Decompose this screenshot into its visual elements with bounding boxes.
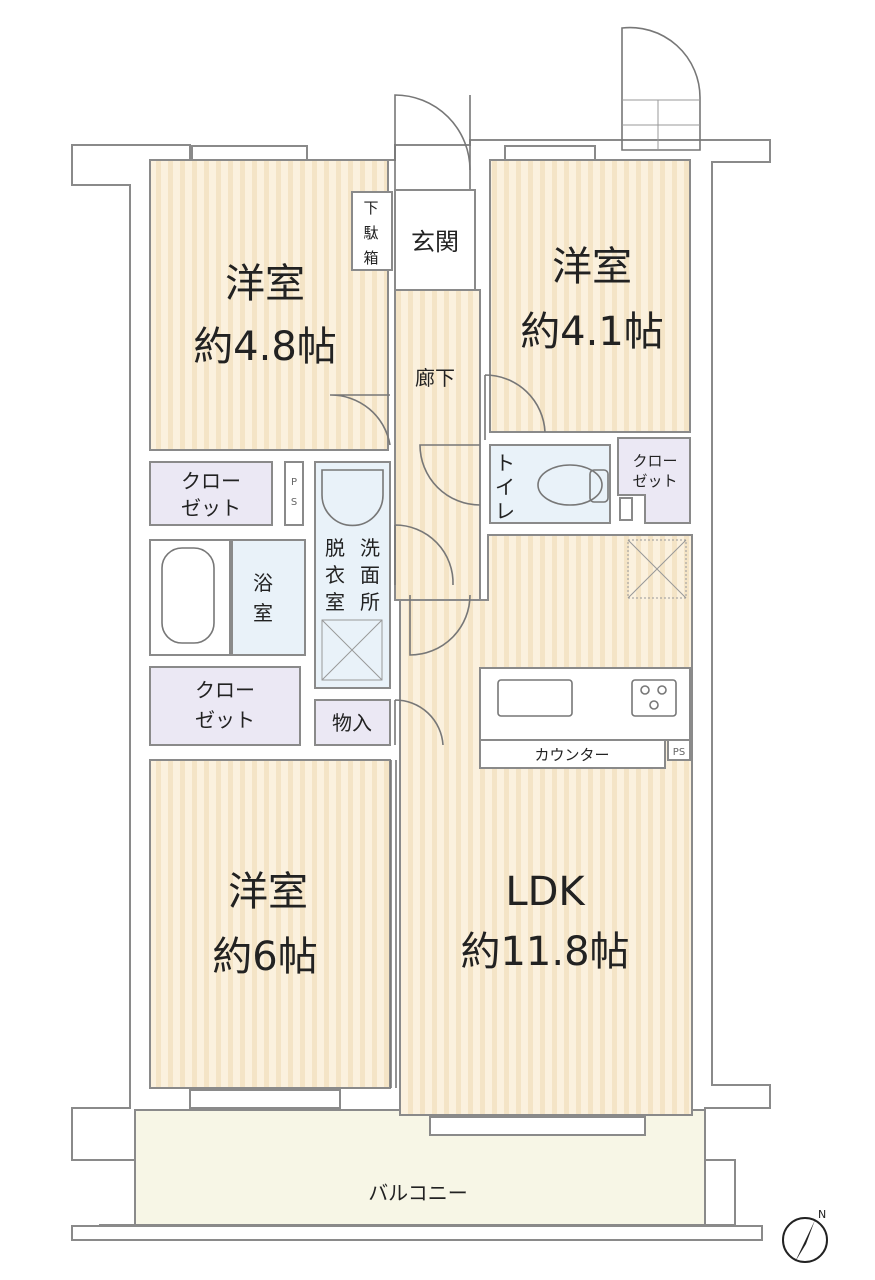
closet-2-label: ゼット: [195, 708, 255, 732]
closet-2-label: クロー: [195, 678, 255, 702]
shoe-box-label: 箱: [363, 249, 378, 267]
closet-1-label: ゼット: [181, 496, 241, 520]
closet-3-label: クロー: [632, 452, 677, 470]
ps-2: [619, 497, 633, 521]
shoe-box: [351, 191, 393, 271]
ldk-size: 約11.8帖: [460, 929, 629, 975]
dressing-label: 衣: [325, 563, 345, 587]
ps-1: [284, 461, 304, 526]
west-bedroom-name: 洋室: [225, 261, 305, 307]
shoe-box-label: 駄: [363, 224, 378, 242]
room-east-bedroom: [489, 159, 691, 433]
ps-3: [667, 739, 691, 761]
washroom-label: 面: [360, 563, 380, 587]
south-bedroom-size: 約6帖: [212, 934, 317, 980]
room-ldk: [399, 534, 693, 1116]
compass-icon: N: [782, 1208, 828, 1263]
interior-doors[interactable]: [329, 374, 546, 1088]
toilet-label: ト: [495, 451, 515, 475]
sink-icon: [497, 679, 573, 717]
entrance-label: 玄関: [411, 228, 459, 256]
toilet-label: イ: [495, 475, 515, 499]
dressing-label: 室: [325, 590, 345, 614]
dressing-label: 脱: [325, 536, 345, 560]
east-bedroom-name: 洋室: [552, 244, 632, 290]
room-west-bedroom: [149, 159, 389, 451]
hallway-label: 廊下: [415, 366, 455, 390]
ps-label: S: [291, 497, 297, 508]
closet-2: [149, 666, 301, 746]
windows: [189, 145, 646, 1136]
closet-1-label: クロー: [181, 469, 241, 493]
bath-label: 浴: [253, 571, 273, 595]
room-south-bedroom: [149, 759, 391, 1089]
service-door[interactable]: [621, 26, 701, 151]
ldk-name: LDK: [505, 869, 586, 915]
closet-3: [617, 437, 691, 524]
bathroom: [231, 539, 306, 656]
bathtub-area: [149, 539, 231, 656]
entrance-door[interactable]: [394, 94, 471, 190]
counter-label: カウンター: [534, 746, 609, 764]
ps-label: P: [291, 477, 297, 488]
entrance: [394, 189, 476, 291]
ps-label: PS: [673, 747, 685, 758]
south-bedroom-name: 洋室: [228, 869, 308, 915]
balcony-label: バルコニー: [368, 1181, 468, 1205]
east-bedroom-size: 約4.1帖: [520, 309, 664, 355]
compass-north-label: N: [818, 1208, 826, 1221]
washroom-label: 所: [360, 590, 380, 614]
toilet-label: レ: [495, 499, 515, 523]
washroom: [314, 461, 391, 689]
washroom-label: 洗: [360, 536, 380, 560]
storage-label: 物入: [332, 711, 372, 735]
closet-3-label: ゼット: [632, 472, 677, 490]
bath-label: 室: [253, 601, 273, 625]
west-bedroom-size: 約4.8帖: [193, 324, 337, 370]
stove-icon: [631, 679, 677, 717]
storage: [314, 699, 391, 746]
closet-1: [149, 461, 273, 526]
shoe-box-label: 下: [363, 199, 378, 217]
counter: [479, 739, 666, 769]
